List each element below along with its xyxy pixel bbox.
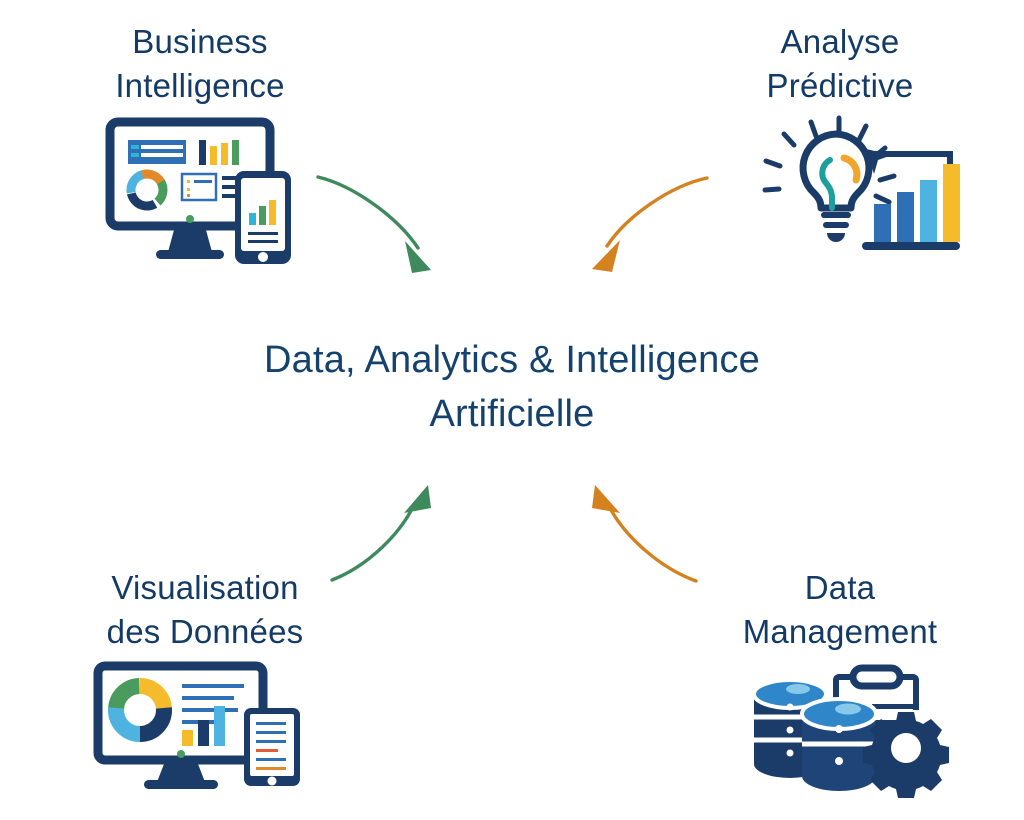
arrow-dm-to-center: [592, 485, 698, 583]
arrow-dataviz-to-center: [330, 485, 431, 582]
arrow-pred-to-center: [592, 176, 709, 272]
lightbulb-growth-chart-icon: [754, 115, 966, 266]
arrow-bi-to-center: [316, 175, 431, 273]
monitor-donut-chart-tablet-icon: [92, 661, 322, 794]
page-title: Data, Analytics & Intelligence Artificie…: [263, 339, 761, 435]
node-label-data-management: Data Management: [742, 569, 938, 650]
database-clipboard-gear-icon: [740, 662, 964, 798]
node-label-analyse-predictive: Analyse Prédictive: [766, 23, 914, 104]
node-label-business-intelligence: Business Intelligence: [115, 23, 285, 104]
node-label-visualisation-des-donnees: Visualisation des Données: [106, 569, 304, 650]
monitor-dashboard-smartphone-icon: [104, 117, 314, 270]
